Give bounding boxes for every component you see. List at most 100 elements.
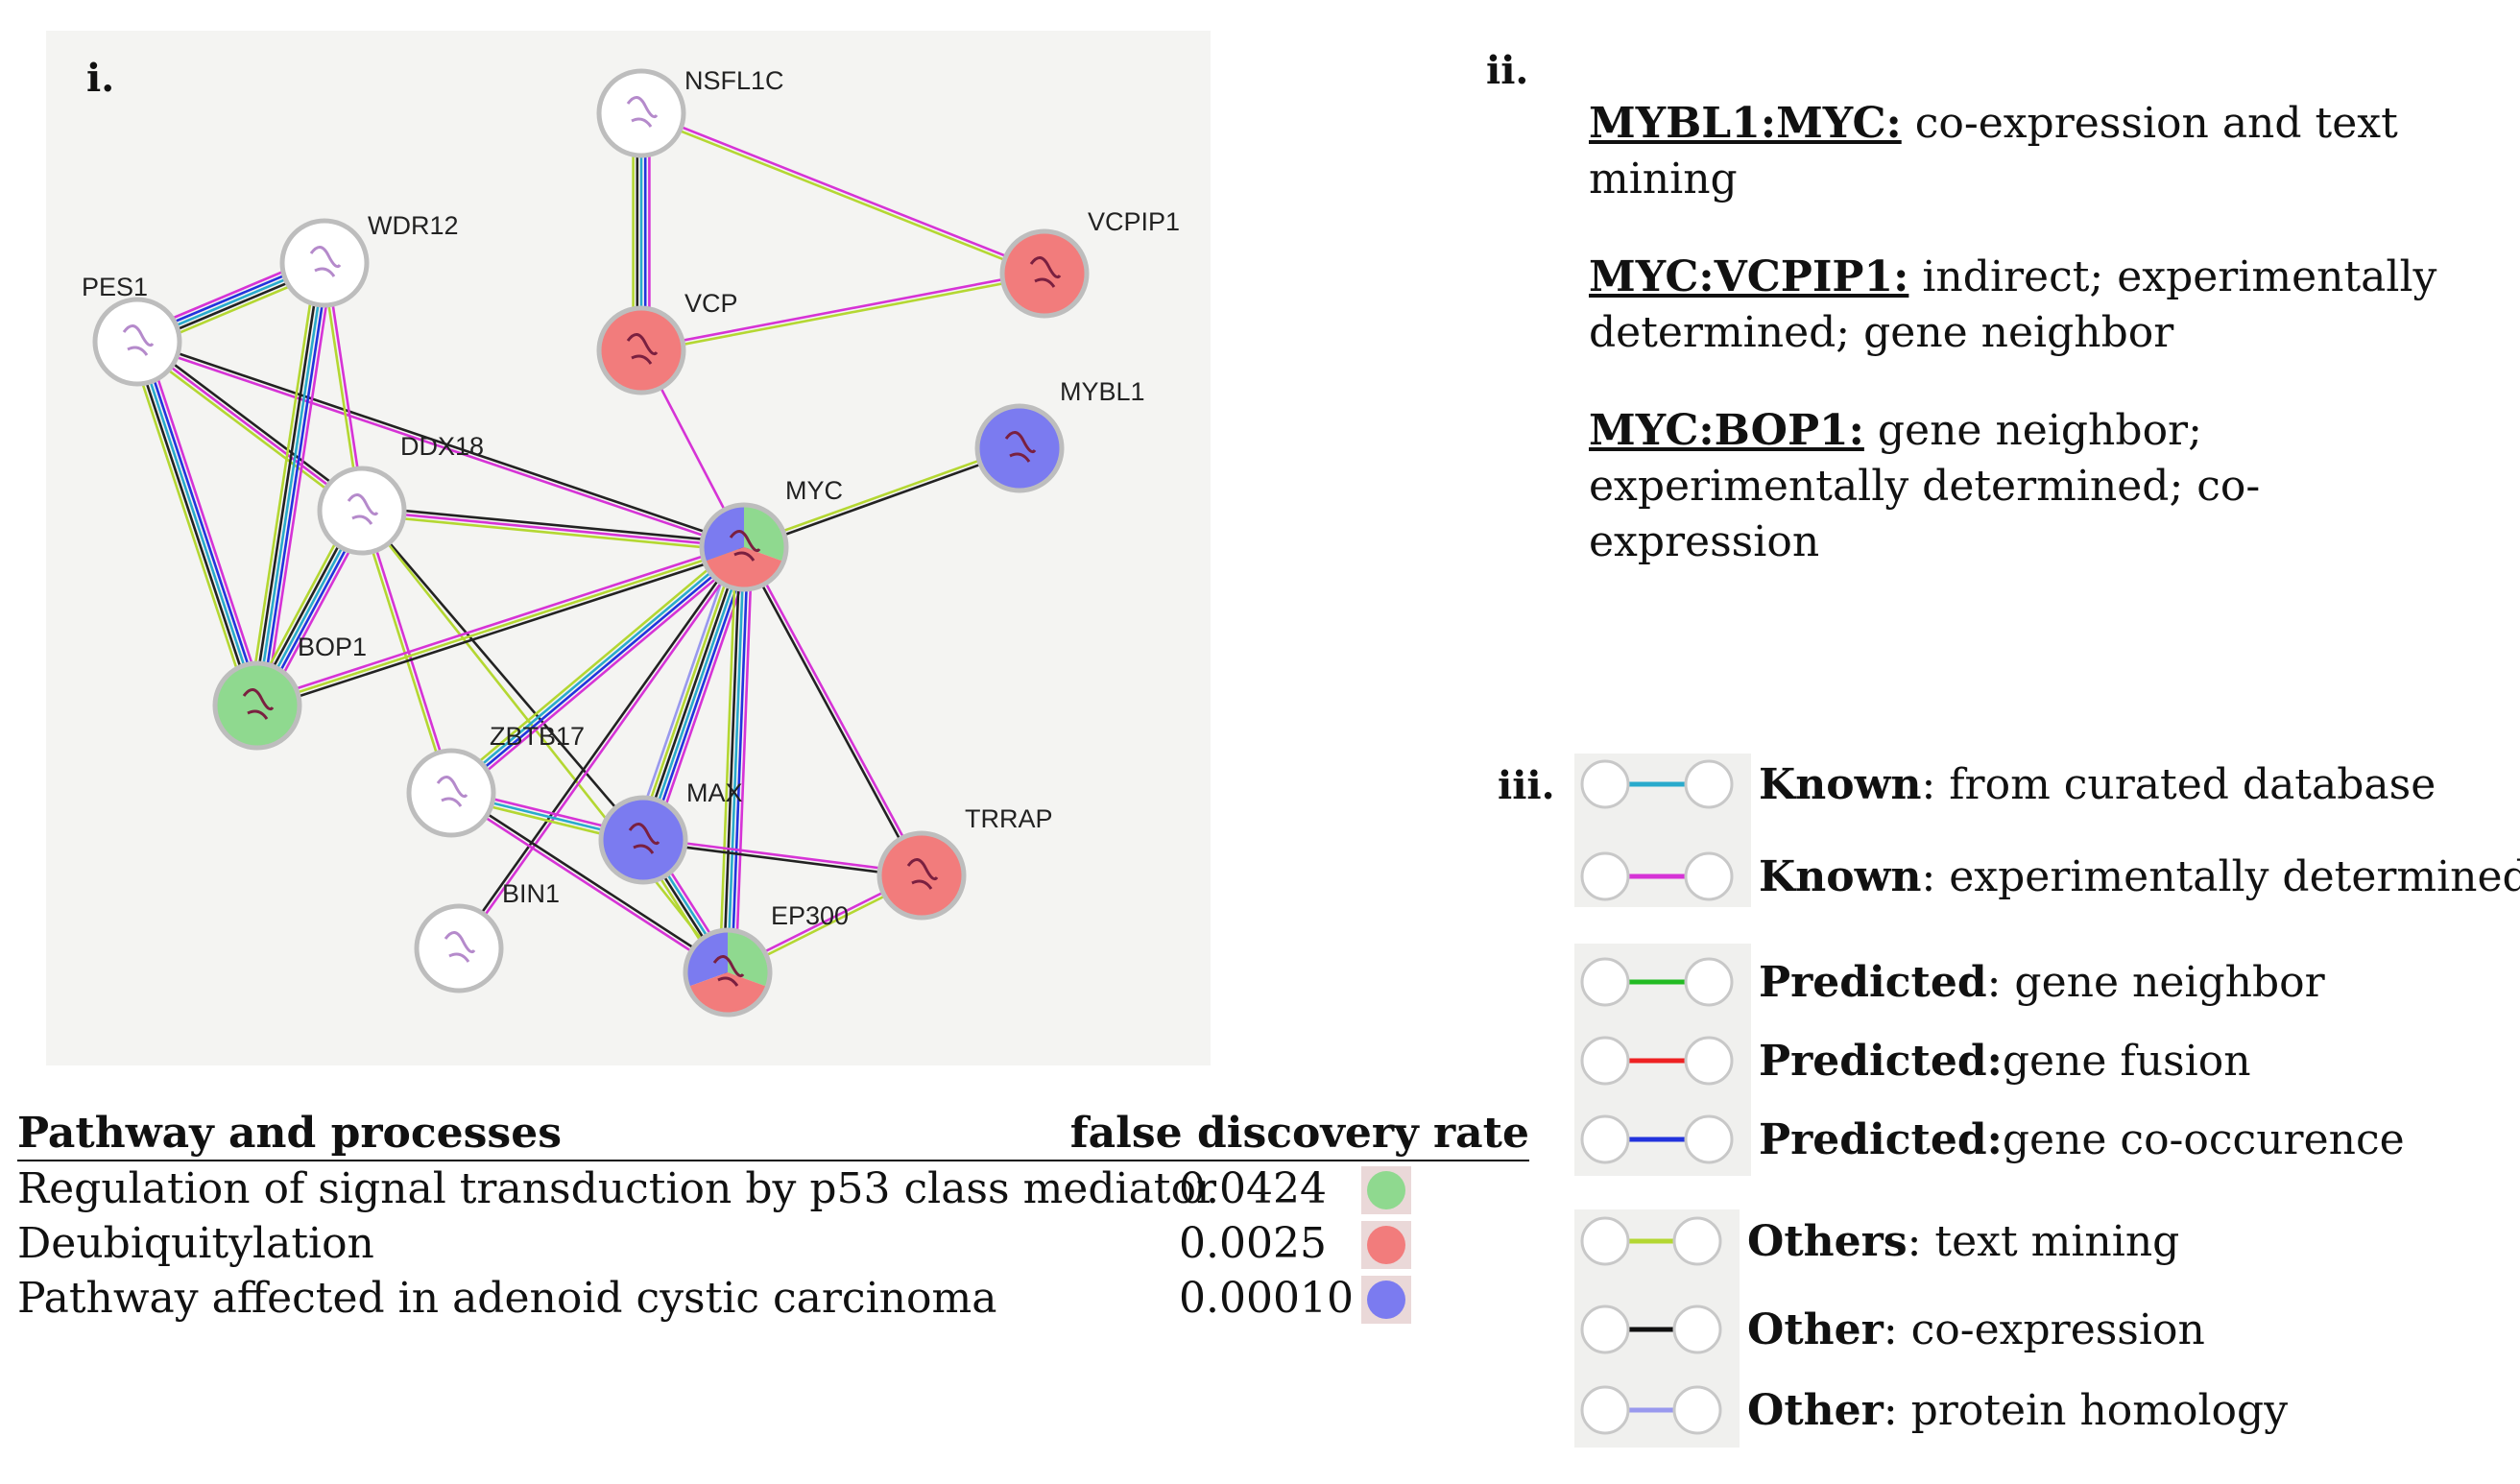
node-circle <box>977 406 1062 491</box>
node-ring <box>92 297 182 387</box>
relationship-pair: MYC:VCPIP1: <box>1589 252 1909 301</box>
pathway-table: Pathway and processes false discovery ra… <box>17 1109 1534 1326</box>
node-label: VCPIP1 <box>1088 207 1180 236</box>
legend-item: Predicted: gene neighbor <box>1574 951 2325 1013</box>
network-edge-myc-ep300 <box>718 546 754 973</box>
legend-item: Known: from curated database <box>1574 754 2436 815</box>
pathway-name: Regulation of signal transduction by p53… <box>17 1164 1217 1213</box>
node-label: MYBL1 <box>1060 377 1145 406</box>
network-edge-wdr12-bop1 <box>248 261 334 707</box>
protein-structure-icon <box>436 776 468 807</box>
node-label: MYC <box>785 476 843 505</box>
swatch-dot <box>1367 1226 1405 1264</box>
legend-description: : protein homology <box>1883 1385 2289 1435</box>
panel-label-ii: ii. <box>1486 48 1529 93</box>
edge-line <box>264 264 334 707</box>
pathway-header-fdr: false discovery rate <box>1069 1109 1529 1158</box>
node-circle <box>599 308 684 393</box>
panel-label-iii: iii. <box>1498 763 1555 808</box>
node-label: BOP1 <box>298 633 367 661</box>
edge-sample-icon <box>1580 1036 1734 1086</box>
legend-description: gene fusion <box>2002 1036 2251 1086</box>
swatch-dot <box>1367 1171 1405 1209</box>
edge-line <box>451 790 730 972</box>
node-ring <box>683 927 773 1017</box>
relationship-item: MYBL1:MYC: co-expression and text mining <box>1589 96 2453 207</box>
node-sector <box>728 930 770 988</box>
edge-line <box>138 337 366 509</box>
edge-line <box>641 109 1046 274</box>
edge-line <box>259 263 330 706</box>
network-edge-bop1-myc <box>255 541 746 711</box>
network-edge-pes1-ddx18 <box>133 337 366 515</box>
relationship-pair: MYBL1:MYC: <box>1589 99 1902 148</box>
node-sector <box>744 505 786 562</box>
node-max: MAX <box>598 778 743 885</box>
edge-line <box>640 270 1044 350</box>
node-ring <box>596 305 686 395</box>
legend-item: Others: text mining <box>1574 1210 2179 1272</box>
pathway-header-name: Pathway and processes <box>17 1109 562 1158</box>
edge-line <box>639 113 1044 277</box>
relationship-desc: gene neighbor; experimentally determined… <box>1589 406 2261 566</box>
node-label: VCP <box>684 289 738 318</box>
legend-item: Other: co-expression <box>1574 1299 2205 1360</box>
protein-structure-icon <box>242 688 275 720</box>
node-trrap: TRRAP <box>876 804 1053 921</box>
legend-category: Others <box>1747 1216 1908 1266</box>
edge-line <box>139 340 263 706</box>
node-circle <box>879 833 964 918</box>
node-sector <box>702 505 744 562</box>
protein-structure-icon <box>444 931 476 963</box>
node-ring <box>279 218 370 308</box>
pathway-fdr: 0.00010 <box>1179 1274 1354 1323</box>
node-circle <box>417 906 501 991</box>
network-edge-ddx18-myc <box>361 505 745 553</box>
legend-category: Predicted <box>1759 957 1987 1007</box>
legend-category: Known <box>1759 851 1922 901</box>
edge-line <box>448 544 744 793</box>
node-sector <box>687 972 768 1015</box>
node-ring <box>414 903 504 993</box>
edge-sample-icon <box>1580 759 1734 809</box>
protein-structure-icon <box>712 955 745 987</box>
node-zbtb17: ZBTB17 <box>406 722 585 838</box>
edge-line <box>128 344 252 709</box>
network-edge-pes1-bop1 <box>128 338 267 709</box>
node-label: MAX <box>686 778 743 807</box>
pathway-color-swatch <box>1361 1276 1411 1324</box>
pathway-fdr: 0.0424 <box>1179 1164 1327 1213</box>
node-circle <box>409 751 493 835</box>
legend-item: Predicted: gene co-occurence <box>1574 1109 2405 1170</box>
protein-structure-icon <box>309 246 342 277</box>
network-edge-nsfl1c-vcpip1 <box>639 109 1046 277</box>
pathway-color-swatch <box>1361 1221 1411 1269</box>
edge-line <box>360 510 730 973</box>
edge-line <box>456 545 744 948</box>
node-label: BIN1 <box>502 879 560 908</box>
edge-line <box>257 549 746 711</box>
edge-line <box>454 550 749 799</box>
relationship-list: MYBL1:MYC: co-expression and text mining… <box>1589 96 2453 612</box>
legend-category: Other <box>1747 1385 1884 1435</box>
edge-line <box>639 545 744 840</box>
edge-line <box>643 547 748 842</box>
edge-line <box>362 505 745 545</box>
node-sector <box>685 930 728 988</box>
edge-line <box>744 448 1021 551</box>
edge-line <box>744 545 924 875</box>
network-panel <box>46 31 1211 1065</box>
protein-structure-icon <box>1004 431 1037 463</box>
node-label: NSFL1C <box>684 66 784 95</box>
node-circle <box>601 798 685 882</box>
edge-line <box>459 547 747 950</box>
network-edge-ddx18-max <box>361 510 644 841</box>
node-circle <box>215 663 300 748</box>
edge-line <box>451 547 747 796</box>
node-ring <box>598 795 688 885</box>
edge-line <box>449 793 728 975</box>
network-edge-myc-bin1 <box>456 545 747 950</box>
node-bop1: BOP1 <box>212 633 367 751</box>
edge-line <box>718 546 737 972</box>
network-edge-zbtb17-ep300 <box>449 790 730 975</box>
